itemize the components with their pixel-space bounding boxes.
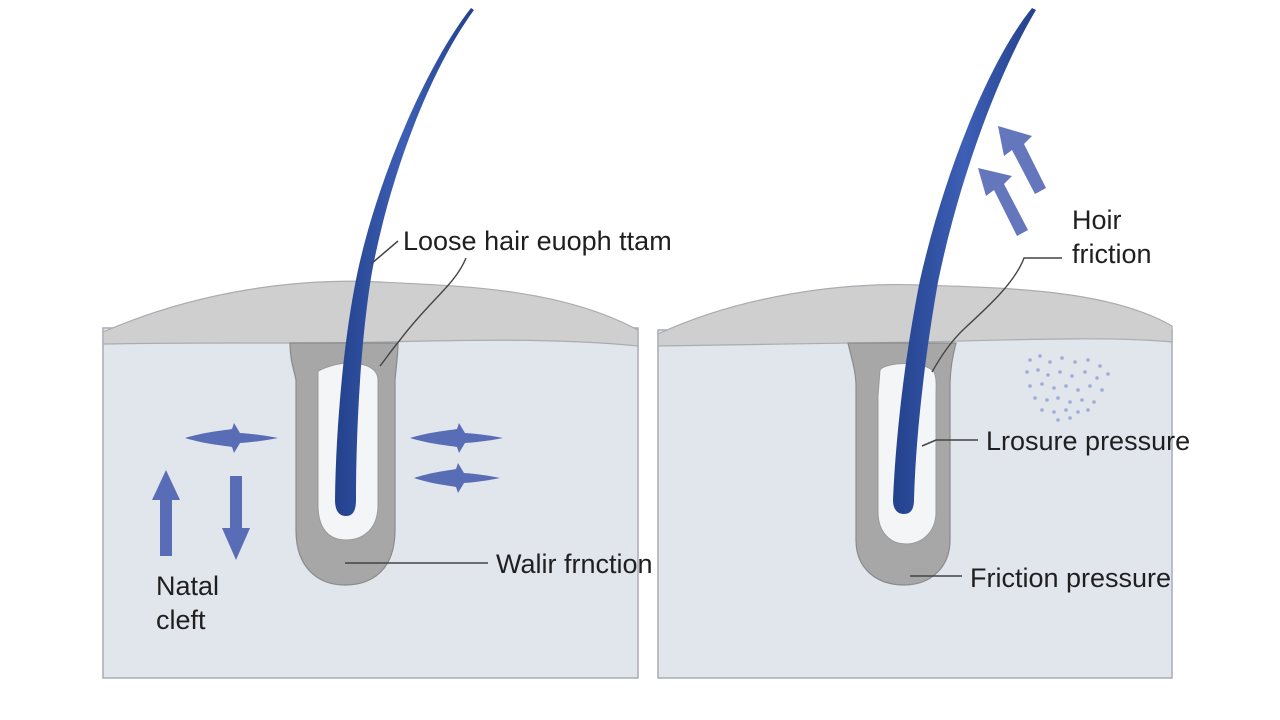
right-friction-leader-line xyxy=(931,257,1062,373)
label-pressure: Lrosure pressure xyxy=(986,426,1190,456)
left-hair-shaft xyxy=(335,8,474,516)
debris-particle-cluster xyxy=(1025,354,1110,422)
right-hair-shaft xyxy=(893,8,1036,514)
right-pressure-leader-line xyxy=(921,439,978,447)
left-panel: Loose hair euoph ttam Walir frnction Nat… xyxy=(102,8,672,679)
label-loose-hair: Loose hair euoph ttam xyxy=(403,226,672,256)
label-friction-pressure: Friction pressure xyxy=(970,563,1171,593)
label-natal-cleft-line1: Natal xyxy=(156,571,219,601)
up-left-arrow-icon xyxy=(998,126,1046,194)
horizontal-double-arrow-icon xyxy=(410,423,503,453)
horizontal-double-arrow-icon xyxy=(414,463,500,493)
left-curve-leader-line xyxy=(379,257,467,367)
label-natal-cleft-line2: cleft xyxy=(156,605,206,635)
horizontal-double-arrow-icon xyxy=(185,423,278,453)
left-skin-surface xyxy=(102,280,639,347)
label-hair-friction-line1: Hoir xyxy=(1072,205,1122,235)
left-hair-leader-line xyxy=(370,240,399,265)
down-arrow-icon xyxy=(222,476,250,560)
label-wall-friction: Walir frnction xyxy=(496,549,653,579)
right-panel: Hoir friction Lrosure pressure Friction … xyxy=(657,8,1190,679)
up-left-arrow-icon xyxy=(978,168,1028,236)
up-arrow-icon xyxy=(152,470,180,556)
label-hair-friction-line2: friction xyxy=(1072,239,1152,269)
